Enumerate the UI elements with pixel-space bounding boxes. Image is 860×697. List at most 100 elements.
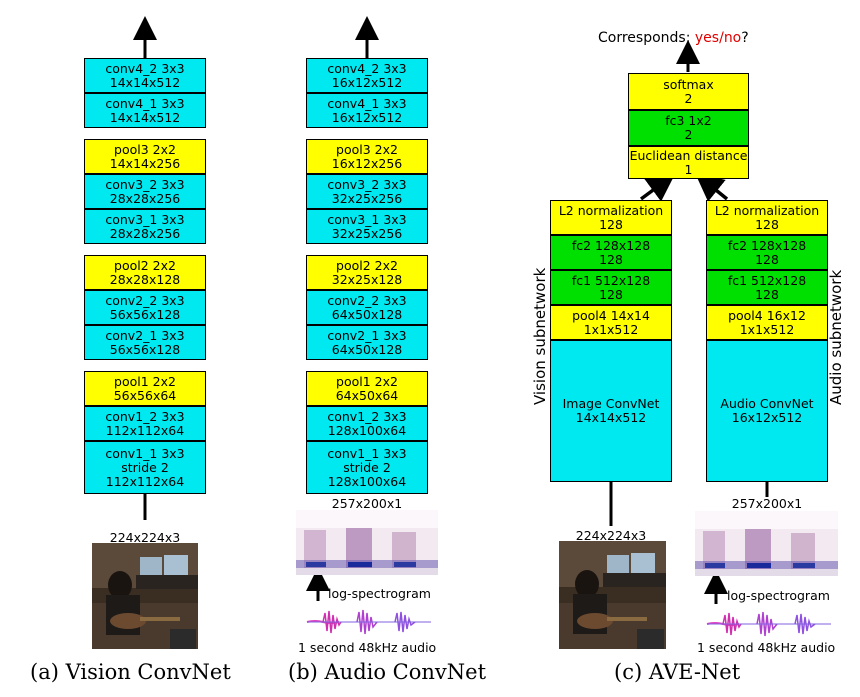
layer-text: 14x14x512 [575, 410, 647, 425]
layer-text: pool4 16x12 [728, 307, 806, 323]
layer-text: 28x28x256 [109, 225, 181, 241]
layer-text: 64x50x128 [331, 341, 403, 357]
layer-text: 28x28x256 [109, 190, 181, 206]
ave-output-no: no [723, 30, 742, 46]
vision-input-size: 224x224x3 [109, 530, 181, 545]
layer-text: fc3 1x2 [665, 113, 712, 128]
layer-text: 128x100x64 [327, 422, 407, 438]
layer-text: 56x56x128 [109, 306, 181, 322]
layer-text: 128 [755, 216, 779, 232]
layer-text: 1x1x512 [583, 321, 639, 337]
layer-text: 112x112x64 [105, 473, 185, 489]
layer-text: stride 2 [121, 459, 169, 475]
ave-output-sep: / [719, 30, 724, 46]
layer-text: stride 2 [343, 459, 391, 475]
ave-input-photo-guitarist [559, 541, 666, 649]
layer-text: 1x1x512 [739, 321, 795, 337]
layer-text: pool2 2x2 [336, 257, 398, 273]
layer-text: 28x28x128 [109, 271, 181, 287]
waveform-c [706, 611, 831, 637]
layer-text: 128 [599, 286, 623, 302]
ave-output-yes: yes [694, 30, 720, 46]
ave-vision-input-size: 224x224x3 [575, 528, 647, 543]
ave-output-text: Corresponds: yes/no? [598, 30, 749, 46]
layer-text: 56x56x64 [113, 387, 177, 403]
layer-text: conv2_2 3x3 [327, 292, 407, 308]
audio-source-label-c: 1 second 48kHz audio [697, 640, 836, 655]
layer-text: conv4_2 3x3 [327, 60, 407, 76]
layer-text: pool1 2x2 [336, 373, 398, 389]
layer-text: 16x12x512 [331, 109, 403, 125]
waveform-b [306, 609, 431, 635]
layer-text: 56x56x128 [109, 341, 181, 357]
layer-text: conv3_2 3x3 [105, 176, 185, 192]
layer-text: conv1_1 3x3 [327, 445, 407, 461]
layer-text: Audio ConvNet [720, 396, 814, 411]
layer-text: conv4_2 3x3 [105, 60, 185, 76]
audio-source-label-b: 1 second 48kHz audio [298, 640, 437, 655]
layer-text: conv1_1 3x3 [105, 445, 185, 461]
ave-output-prefix: Corresponds: [598, 30, 695, 46]
layer-text: conv3_2 3x3 [327, 176, 407, 192]
layer-text: 128 [755, 251, 779, 267]
layer-text: L2 normalization [714, 202, 820, 218]
layer-text: 32x25x128 [331, 271, 403, 287]
ave-output-suffix: ? [741, 30, 749, 46]
layer-text: 16x12x256 [331, 155, 403, 171]
layer-text: Euclidean distance [629, 147, 748, 163]
layer-text: 14x14x512 [109, 109, 181, 125]
layer-text: 16x12x512 [731, 410, 803, 425]
layer-text: 14x14x512 [109, 74, 181, 90]
caption-a: (a) Vision ConvNet [30, 660, 231, 684]
log-spectrogram-label-c: log-spectrogram [727, 588, 830, 603]
layer-text: L2 normalization [558, 202, 664, 218]
layer-text: conv2_1 3x3 [105, 327, 185, 343]
layer-text: fc1 512x128 [571, 272, 651, 288]
layer-text: conv2_1 3x3 [327, 327, 407, 343]
layer-text: 128x100x64 [327, 473, 407, 489]
layer-text: softmax [663, 76, 714, 92]
layer-text: 32x25x256 [331, 190, 403, 206]
caption-b: (b) Audio ConvNet [288, 660, 487, 684]
log-spectrogram-label-b: log-spectrogram [328, 586, 431, 601]
layer-text: conv4_1 3x3 [327, 95, 407, 111]
layer-text: 32x25x256 [331, 225, 403, 241]
layer-text: Image ConvNet [562, 396, 660, 411]
layer-text: fc2 128x128 [727, 237, 807, 253]
layer-text: pool3 2x2 [336, 141, 398, 157]
layer-text: 2 [684, 127, 693, 142]
vision-subnetwork-label: Vision subnetwork [531, 267, 549, 405]
layer-text: 64x50x128 [331, 306, 403, 322]
ave-vision-arrow [639, 173, 676, 202]
layer-text: 2 [684, 90, 693, 106]
